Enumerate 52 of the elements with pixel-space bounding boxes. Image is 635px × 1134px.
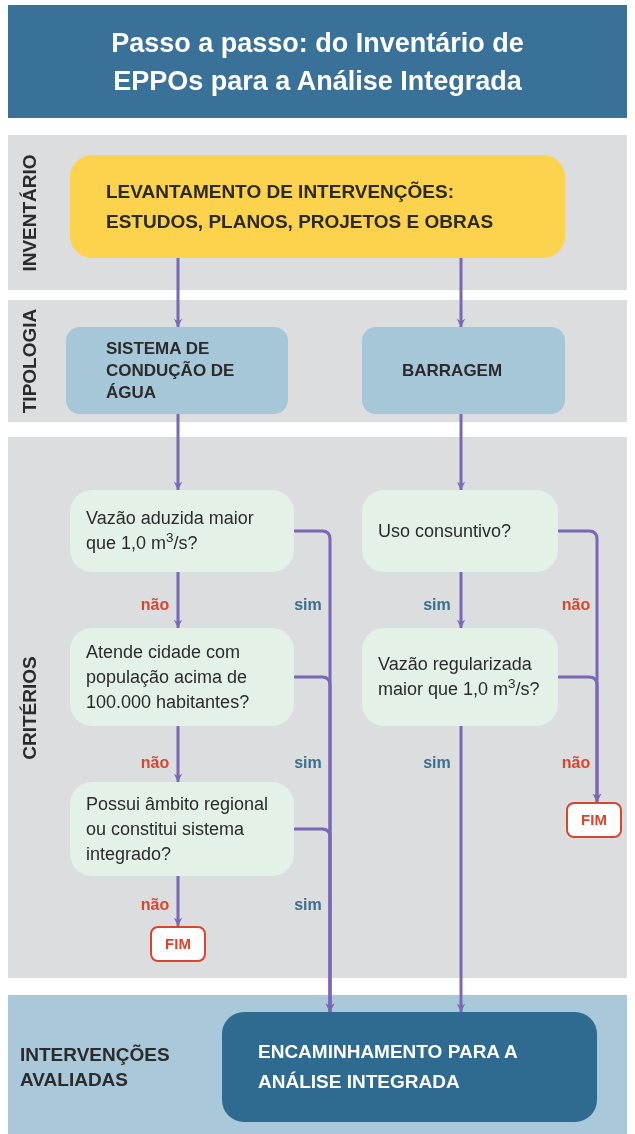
connector-arrow xyxy=(456,258,466,327)
edge-label: sim xyxy=(294,595,322,615)
end-box xyxy=(150,926,206,962)
connector-arrow xyxy=(294,827,335,1012)
question-box xyxy=(70,628,294,726)
connector-arrow xyxy=(173,726,183,782)
edge-label: não xyxy=(140,895,170,915)
question-box xyxy=(70,490,294,572)
edge-label: não xyxy=(561,753,591,773)
node-text: Uso consuntivo? xyxy=(378,519,512,543)
stage-label: INTERVENÇÕES AVALIADAS xyxy=(20,1043,171,1092)
stage-band xyxy=(8,300,627,422)
connector-arrow xyxy=(173,876,183,926)
stage-label: TIPOLOGIA xyxy=(17,308,41,414)
stage-label: CRITÉRIOS xyxy=(17,655,41,760)
node-text: ENCAMINHAMENTO PARA A ANÁLISE INTEGRADA xyxy=(258,1040,518,1094)
question-box xyxy=(362,490,558,572)
connector-arrow xyxy=(558,675,602,802)
connector-arrow xyxy=(456,726,466,1012)
edge-label: sim xyxy=(294,895,322,915)
edge-label: não xyxy=(140,753,170,773)
connector-arrow xyxy=(456,414,466,490)
edge-label: não xyxy=(561,595,591,615)
stage-band xyxy=(8,437,627,978)
type-box xyxy=(66,327,288,414)
title: Passo a passo: do Inventário de EPPOs para a Análise Integrada xyxy=(110,26,525,98)
stage-band xyxy=(8,135,627,290)
connector-arrow xyxy=(173,258,183,327)
node-text: FIM xyxy=(165,933,191,954)
process-box xyxy=(70,155,565,258)
edge-label: sim xyxy=(423,595,451,615)
node-text: Atende cidade com população acima de 100.000 habitantes? xyxy=(86,640,251,714)
stage-band xyxy=(8,995,627,1134)
node-text: SISTEMA DE CONDUÇÃO DE ÁGUA xyxy=(106,337,236,404)
connector-arrow xyxy=(173,572,183,628)
stage-label: INVENTÁRIO xyxy=(17,153,41,272)
connector-arrow xyxy=(456,572,466,628)
question-box xyxy=(362,628,558,726)
connector-arrow xyxy=(173,414,183,490)
node-text: LEVANTAMENTO DE INTERVENÇÕES: ESTUDOS, PLANOS, PROJETOS E OBRAS xyxy=(106,179,495,234)
node-text: BARRAGEM xyxy=(402,359,503,382)
type-box xyxy=(362,327,565,414)
end-box xyxy=(566,802,622,838)
edge-label: não xyxy=(140,595,170,615)
question-box xyxy=(70,782,294,876)
node-text: Possui âmbito regional ou constitui sistema integrado? xyxy=(86,792,270,866)
result-box xyxy=(222,1012,597,1122)
node-text: FIM xyxy=(581,809,607,830)
node-text: Vazão aduzida maior que 1,0 m$^{3}$/s? xyxy=(86,507,255,555)
node-text: Vazão regularizada maior que 1,0 m$^{3}$/s? xyxy=(378,653,541,701)
edge-label: sim xyxy=(294,753,322,773)
edge-label: sim xyxy=(423,753,451,773)
